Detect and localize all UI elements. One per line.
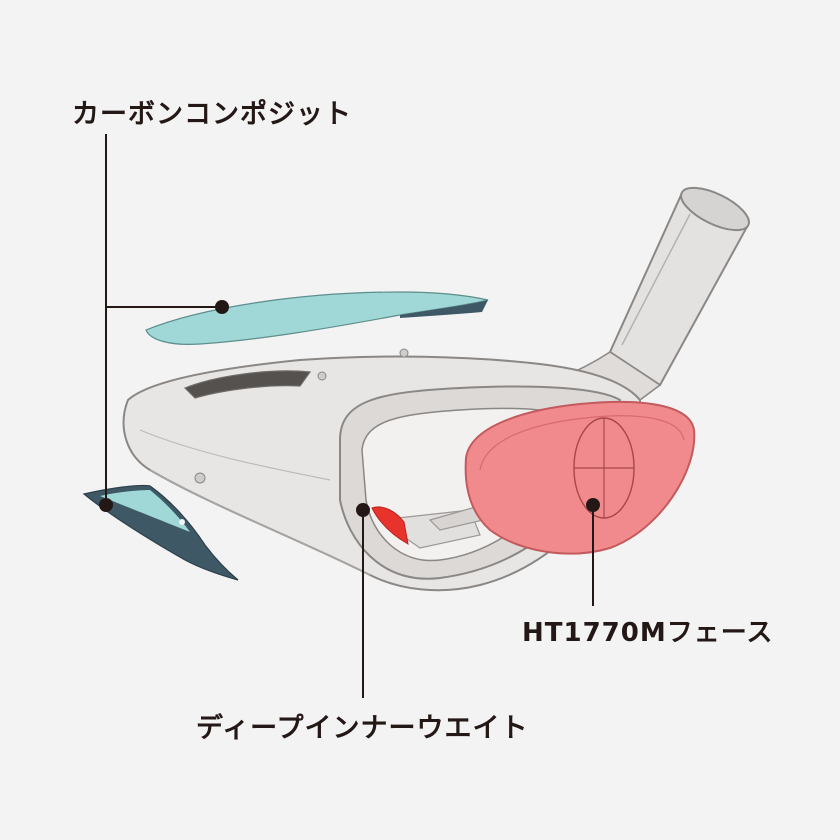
carbon-sole-panel <box>82 484 239 581</box>
hosel <box>557 186 750 401</box>
label-carbon-composite: カーボンコンポジット <box>72 99 352 130</box>
callout-markers <box>99 300 600 517</box>
carbon-crown-callout-dot <box>215 300 229 314</box>
carbon-crown-panel <box>145 291 489 345</box>
carbon-sole-callout-dot <box>99 498 113 512</box>
weight-callout-dot <box>356 503 370 517</box>
face-insert <box>464 400 696 555</box>
label-face: HT1770Mフェース <box>522 618 774 648</box>
label-deep-inner-weight: ディープインナーウエイト <box>196 713 529 744</box>
carbon-leader-line <box>105 134 222 308</box>
face-callout-dot <box>586 498 600 512</box>
leader-lines <box>105 134 594 698</box>
deep-inner-weight-part <box>371 506 409 545</box>
